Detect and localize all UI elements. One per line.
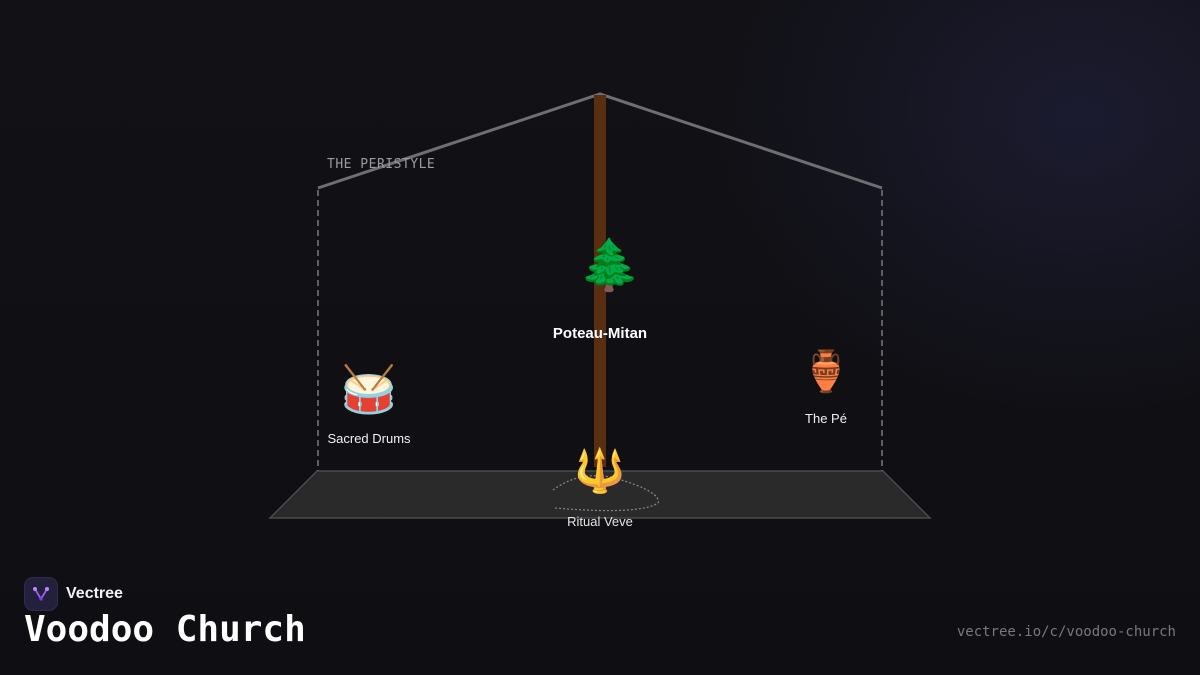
evergreen-tree-icon: 🌲 xyxy=(578,236,642,294)
poteau-mitan-label: Poteau-Mitan xyxy=(552,325,648,342)
item-label: Ritual Veve xyxy=(567,514,633,529)
amphora-icon: 🏺 xyxy=(801,349,851,395)
brand-name: Vectree xyxy=(66,585,123,602)
drum-icon: 🥁 xyxy=(340,362,398,416)
vectree-logo-icon xyxy=(24,577,58,611)
veve-outline xyxy=(552,475,659,512)
roof-line xyxy=(317,92,883,190)
trident-icon: 🔱 xyxy=(573,446,627,495)
area-label: THE PERISTYLE xyxy=(327,157,436,172)
item-label: The Pé xyxy=(805,411,847,426)
poteau-mitan-pole xyxy=(594,95,606,467)
item-ritual-veve[interactable]: 🔱 Ritual Veve xyxy=(567,446,633,530)
page-title: Voodoo Church xyxy=(24,609,306,650)
brand[interactable]: Vectree xyxy=(24,577,123,611)
page-url[interactable]: vectree.io/c/voodoo-church xyxy=(956,624,1176,640)
item-the-pe[interactable]: 🏺 The Pé xyxy=(801,352,851,426)
item-label: Sacred Drums xyxy=(327,431,411,446)
floor-plane xyxy=(268,470,932,519)
item-sacred-drums[interactable]: 🥁 Sacred Drums xyxy=(327,366,410,446)
item-poteau-mitan[interactable]: 🌲 xyxy=(579,240,641,294)
